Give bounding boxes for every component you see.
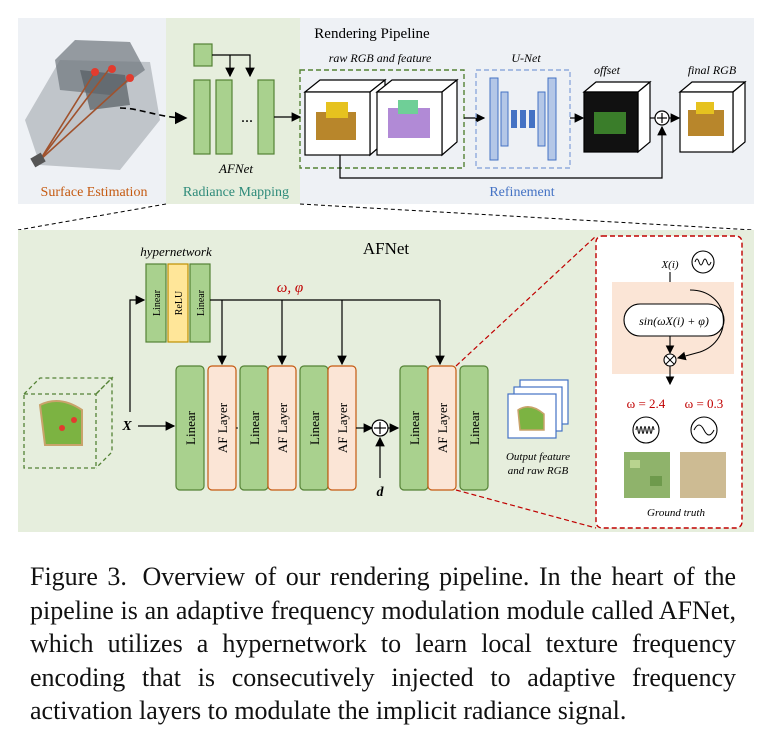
hyper-linear-1 xyxy=(145,263,167,343)
chain-linear-5 xyxy=(459,365,489,491)
hyper-relu-label: ReLU xyxy=(174,290,185,315)
raw-rgb-cube xyxy=(303,78,387,157)
ground-truth-label: Ground truth xyxy=(647,507,705,519)
radiance-mapping-panel: ... AFNet Radiance Mapping xyxy=(166,18,300,204)
hyper-linear-2 xyxy=(189,263,211,343)
caption-label: Figure 3. xyxy=(30,562,127,591)
af-layer-detail: X(i) sin(ωX(i) + φ) ω = 2.4 ω = 0.3 Grou… xyxy=(595,235,743,529)
output-stack xyxy=(507,379,569,439)
chain-linear-1-label: Linear xyxy=(183,410,198,445)
afnet-layer-1 xyxy=(193,79,211,155)
chain-linear-5-label: Linear xyxy=(467,410,482,445)
feature-cube xyxy=(375,78,459,157)
chain-linear-1 xyxy=(175,365,205,491)
sin-activation xyxy=(623,303,725,337)
chain-af-4 xyxy=(427,365,457,491)
hypernetwork-label: hypernetwork xyxy=(140,244,212,259)
xi-label: X(i) xyxy=(660,259,678,271)
output-label-line1: Output feature xyxy=(506,451,570,463)
unet-label: U-Net xyxy=(511,51,541,65)
chain-af-3-label: AF Layer xyxy=(335,402,350,453)
omega-phi-label: ω, φ xyxy=(277,280,303,296)
hyper-linear-2-label: Linear xyxy=(196,289,207,316)
afnet-layer-2 xyxy=(215,79,233,155)
chain-af-2-label: AF Layer xyxy=(275,402,290,453)
sin-formula: sin(ωX(i) + φ) xyxy=(639,314,709,328)
input-chair-cube xyxy=(23,376,114,469)
chain-af-1-label: AF Layer xyxy=(215,402,230,453)
ellipsis: ... xyxy=(241,109,253,126)
afnet-small-label: AFNet xyxy=(218,161,253,176)
input-x-label: X xyxy=(121,419,132,434)
surface-estimation-label: Surface Estimation xyxy=(41,185,148,200)
omega-a-label: ω = 2.4 xyxy=(627,396,666,411)
pipeline-figure: Surface Estimation ... AFNet Radiance Ma… xyxy=(17,18,755,532)
figure-caption: Figure 3. Overview of our rendering pipe… xyxy=(30,560,736,728)
chain-af-4-label: AF Layer xyxy=(435,402,450,453)
rendering-pipeline-title: Rendering Pipeline xyxy=(314,26,430,42)
unet-blocks xyxy=(489,77,557,161)
low-freq-texture xyxy=(680,452,726,498)
afnet-input-block xyxy=(193,43,213,67)
point-cloud-image xyxy=(25,40,160,170)
afnet-panel: AFNet hypernetwork Linear ReLU Linear ω,… xyxy=(18,230,754,532)
hyper-relu xyxy=(167,263,189,343)
raw-rgb-feature-label: raw RGB and feature xyxy=(329,51,432,65)
final-rgb-cube xyxy=(678,80,747,154)
radiance-mapping-label: Radiance Mapping xyxy=(183,185,289,200)
chain-linear-4-label: Linear xyxy=(407,410,422,445)
chain-linear-2-label: Linear xyxy=(247,410,262,445)
afnet-title: AFNet xyxy=(363,239,410,258)
offset-label: offset xyxy=(594,63,621,77)
output-label-line2: and raw RGB xyxy=(508,465,569,477)
hyper-linear-1-label: Linear xyxy=(152,289,163,316)
offset-cube xyxy=(582,80,652,154)
afnet-chain: Linear AF Layer Linear AF Layer Linear A… xyxy=(175,365,489,500)
chain-af-2 xyxy=(267,365,297,491)
rendering-pipeline-panel: Rendering Pipeline raw RGB and feature U… xyxy=(299,18,754,204)
high-freq-texture xyxy=(624,452,670,498)
chain-linear-3-label: Linear xyxy=(307,410,322,445)
afnet-layer-3 xyxy=(257,79,275,155)
refinement-label: Refinement xyxy=(489,185,554,200)
omega-b-label: ω = 0.3 xyxy=(685,396,724,411)
input-d-label: d xyxy=(377,485,385,500)
caption-text: Overview of our rendering pipeline. In t… xyxy=(30,562,736,725)
final-rgb-label: final RGB xyxy=(688,63,737,77)
